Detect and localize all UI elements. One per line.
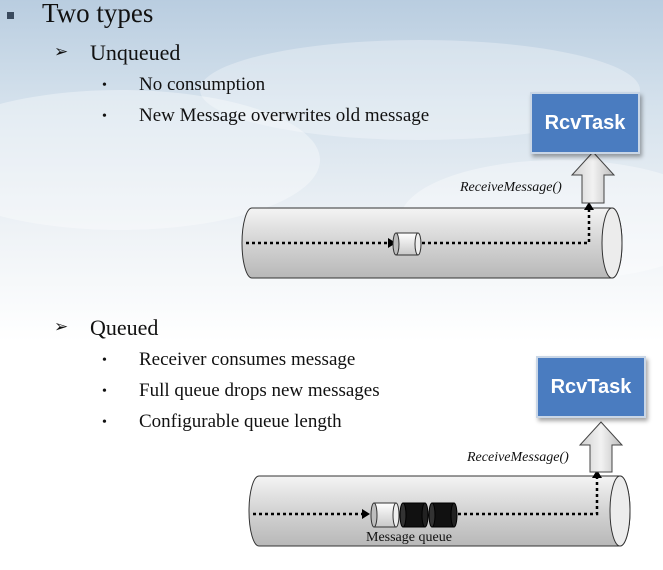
message-queue-label: Message queue: [366, 530, 452, 545]
message-icon: [392, 232, 422, 256]
receive-message-label-top: ReceiveMessage(): [460, 180, 562, 195]
pipe-top: [241, 207, 623, 279]
bullet-no-consumption: No consumption: [139, 74, 266, 95]
up-arrow-top: [570, 151, 616, 204]
label-unqueued: Unqueued: [90, 40, 181, 65]
bullet-queue-length: Configurable queue length: [139, 411, 342, 432]
bullet-full-queue: Full queue drops new messages: [139, 380, 380, 401]
up-arrow-bottom: [578, 421, 624, 473]
rcvtask-box-top: RcvTask: [530, 92, 640, 154]
arrow-bullet-icon: ➢: [54, 317, 69, 337]
dot-bullet-icon: •: [102, 353, 107, 368]
bullet-receiver-consumes: Receiver consumes message: [139, 349, 356, 370]
dot-bullet-icon: •: [102, 384, 107, 399]
dot-bullet-icon: •: [102, 78, 107, 93]
square-bullet-icon: [7, 12, 14, 19]
queued-message-3-icon: [428, 502, 458, 528]
queued-message-2-icon: [399, 502, 429, 528]
arrow-bullet-icon: ➢: [54, 42, 69, 62]
bullet-overwrite: New Message overwrites old message: [139, 105, 430, 126]
rcvtask-box-bottom: RcvTask: [536, 356, 646, 418]
receive-message-label-bottom: ReceiveMessage(): [467, 450, 569, 465]
heading-two-types: Two types: [42, 0, 154, 28]
label-queued: Queued: [90, 315, 159, 340]
dot-bullet-icon: •: [102, 415, 107, 430]
queued-message-1-icon: [370, 502, 400, 528]
dot-bullet-icon: •: [102, 109, 107, 124]
